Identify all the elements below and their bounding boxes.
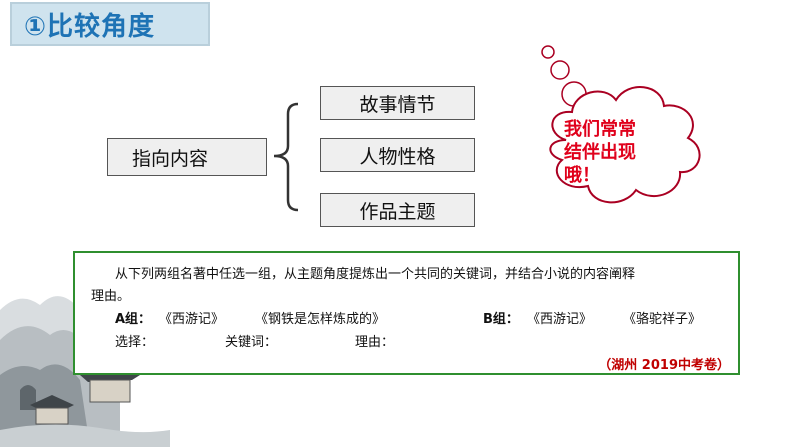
reason-label: 理由： bbox=[355, 335, 395, 350]
prompt-line-1: 从下列两组名著中任选一组，从主题角度提炼出一个共同的关键词，并结合小说的内容阐释 bbox=[115, 267, 636, 282]
group-b-label: B组： bbox=[483, 312, 519, 327]
question-panel: 从下列两组名著中任选一组，从主题角度提炼出一个共同的关键词，并结合小说的内容阐释… bbox=[73, 251, 740, 375]
branch-box-theme: 作品主题 bbox=[320, 193, 475, 227]
callout-line: 结伴出现 bbox=[564, 142, 636, 163]
group-b-book-1: 《西游记》 bbox=[527, 312, 593, 327]
brace-connector bbox=[273, 102, 299, 212]
choose-label: 选择： bbox=[115, 335, 155, 350]
keyword-label: 关键词： bbox=[225, 335, 278, 350]
branch-label-plot: 故事情节 bbox=[359, 93, 436, 116]
thought-cloud bbox=[541, 45, 701, 204]
group-b-book-2: 《骆驼祥子》 bbox=[623, 312, 702, 327]
main-concept-box: 指向内容 bbox=[107, 138, 267, 176]
branch-label-character: 人物性格 bbox=[359, 145, 436, 168]
group-a-book-1: 《西游记》 bbox=[159, 312, 225, 327]
main-concept-label: 指向内容 bbox=[132, 147, 209, 170]
group-a-book-2: 《钢铁是怎样炼成的》 bbox=[255, 312, 386, 327]
branch-box-character: 人物性格 bbox=[320, 138, 475, 172]
source-citation: （湖州 2019中考卷） bbox=[598, 358, 730, 373]
title-banner: ①比较角度 bbox=[10, 2, 210, 46]
callout-line: 哦！ bbox=[564, 165, 600, 186]
branch-box-plot: 故事情节 bbox=[320, 86, 475, 120]
callout-line: 我们常常 bbox=[564, 119, 636, 140]
group-a-label: A组： bbox=[115, 312, 152, 327]
branch-label-theme: 作品主题 bbox=[359, 200, 436, 223]
callout-text: 我们常常 结伴出现 哦！ bbox=[564, 118, 654, 187]
prompt-line-2: 理由。 bbox=[91, 289, 131, 304]
page-title: ①比较角度 bbox=[24, 11, 156, 42]
